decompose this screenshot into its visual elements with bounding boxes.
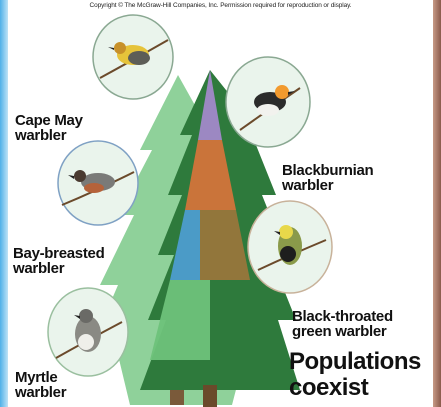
black-throated-green-warbler-vignette bbox=[248, 201, 332, 293]
blackburnian-warbler-vignette bbox=[226, 57, 310, 147]
cape-may-warbler-vignette bbox=[93, 15, 173, 99]
cape-may-warbler-label: Cape May warbler bbox=[15, 113, 83, 143]
black-throated-green-warbler-label: Black-throated green warbler bbox=[292, 309, 393, 339]
bay-breasted-warbler-label: Bay-breasted warbler bbox=[13, 246, 104, 276]
myrtle-warbler-label: Myrtle warbler bbox=[15, 370, 66, 400]
populations-coexist-caption: Populations coexist bbox=[289, 349, 421, 401]
blackburnian-warbler-label: Blackburnian warbler bbox=[282, 163, 373, 193]
bay-breasted-warbler-vignette bbox=[58, 141, 138, 225]
myrtle-warbler-vignette bbox=[48, 288, 128, 376]
